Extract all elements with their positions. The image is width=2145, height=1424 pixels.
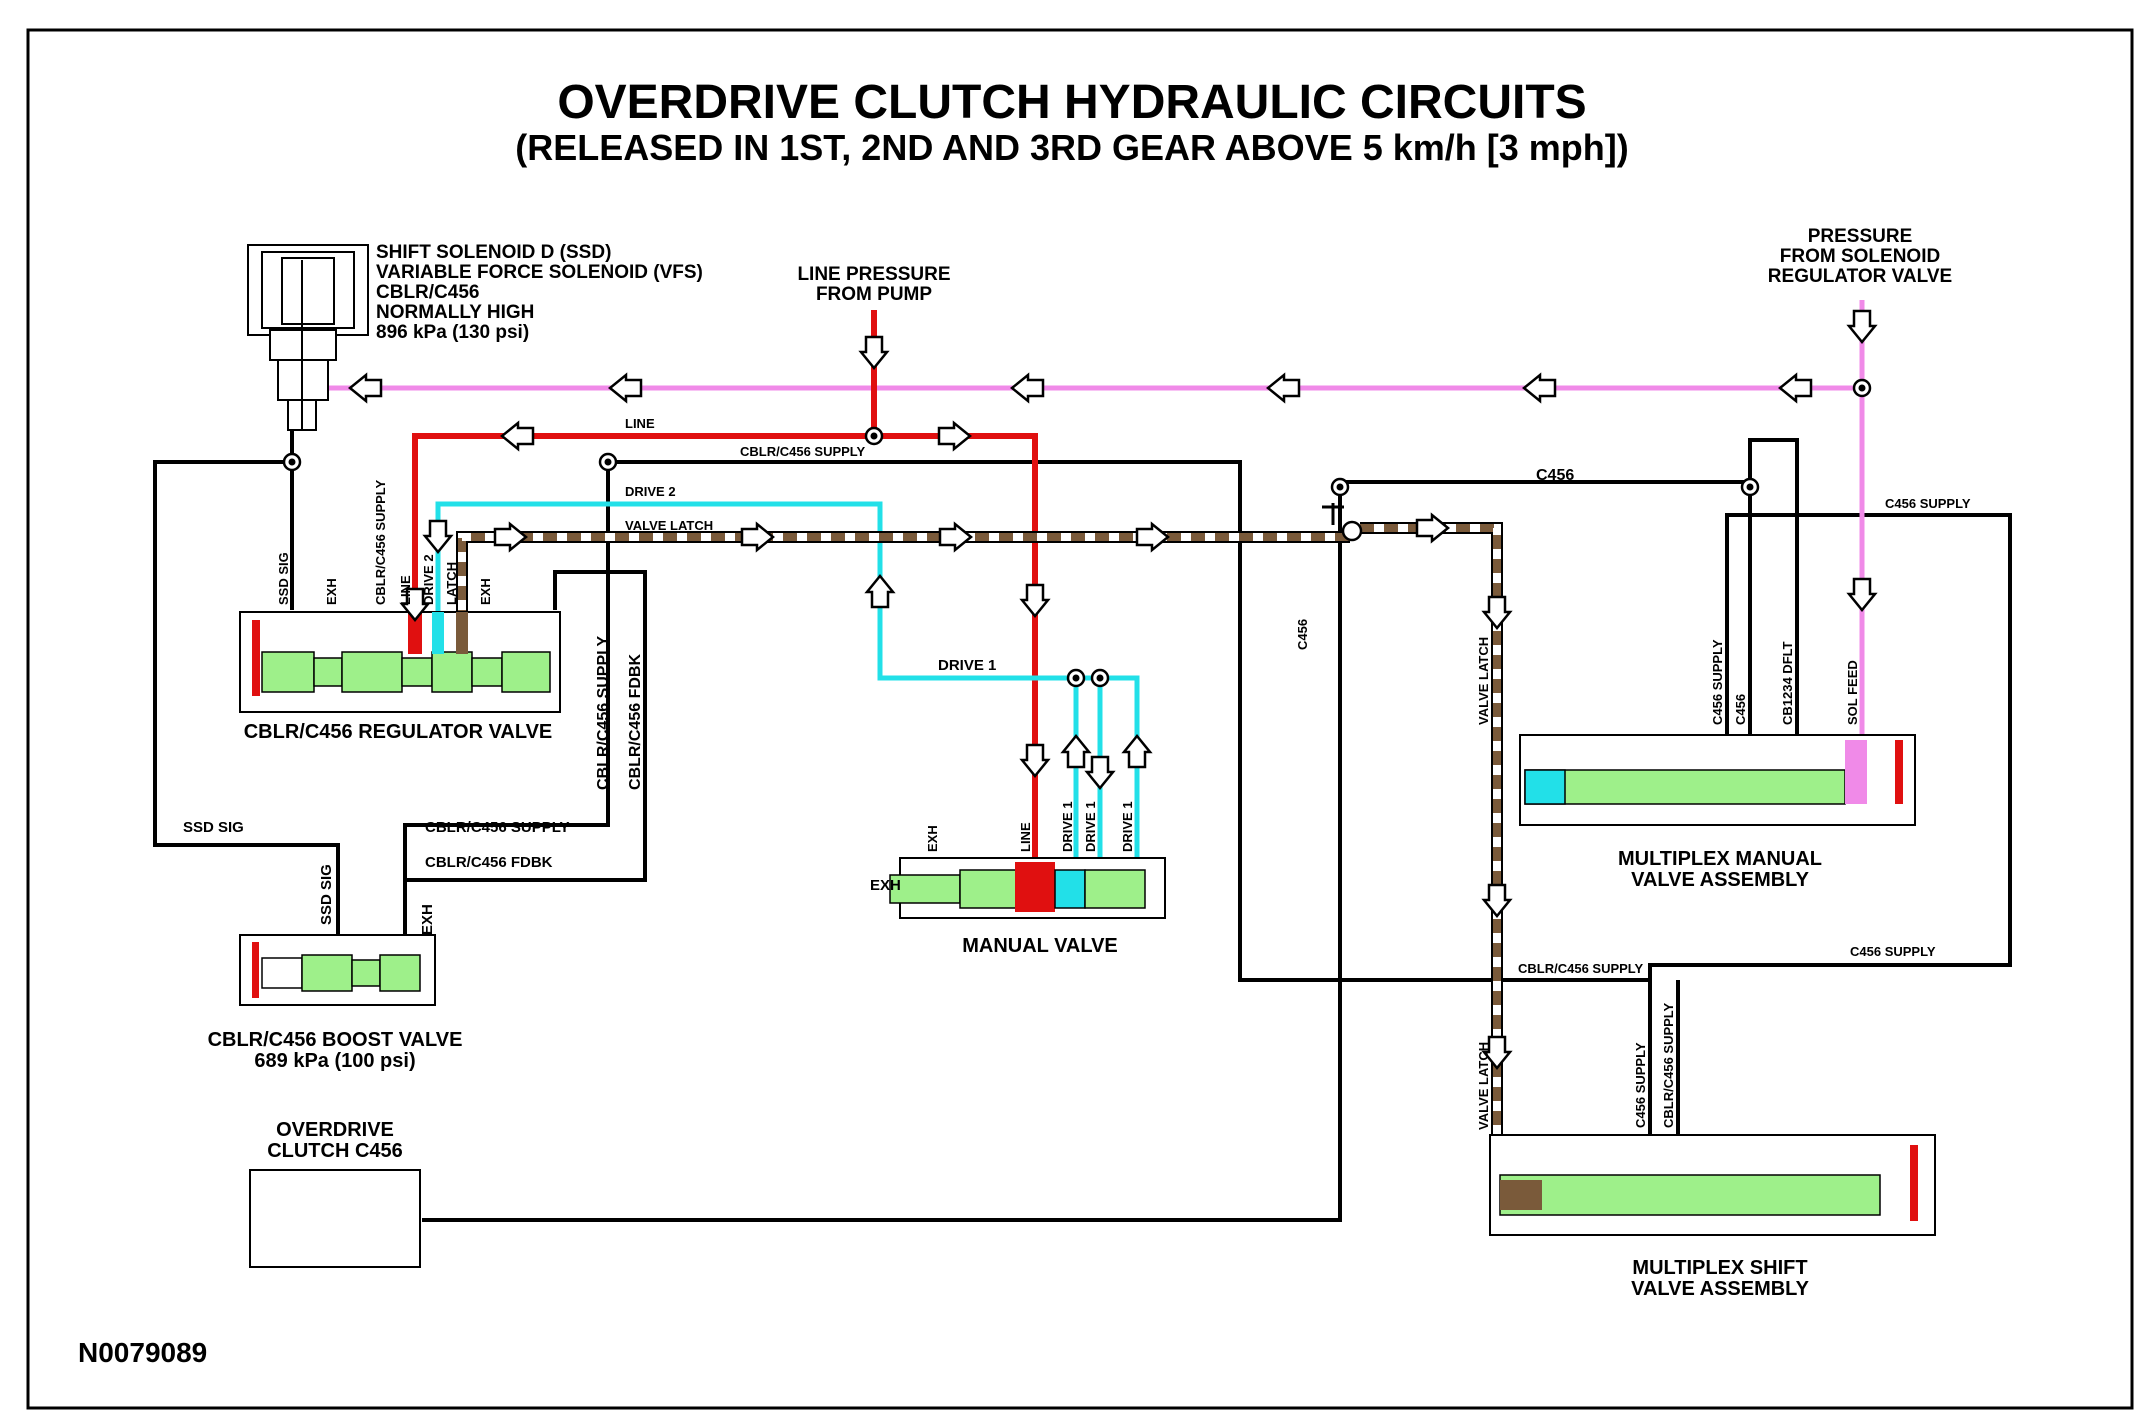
figure-id: N0079089 (78, 1337, 207, 1368)
line-pressure-label-2: FROM PUMP (816, 284, 932, 305)
pressure-sol-label-2: FROM SOLENOID (1780, 246, 1940, 267)
port-ssd-sig: SSD SIG (276, 552, 291, 605)
diagram-title: OVERDRIVE CLUTCH HYDRAULIC CIRCUITS (557, 76, 1586, 129)
boost-exh: EXH (419, 904, 436, 935)
ssd-sig-label: SSD SIG (183, 819, 244, 836)
clutch-caption-2: CLUTCH C456 (267, 1140, 403, 1162)
manual-valve (889, 857, 1166, 919)
port-exh-2: EXH (478, 578, 493, 605)
cblr-supply-label-low: CBLR/C456 SUPPLY (425, 819, 570, 836)
c456-supply-label-top: C456 SUPPLY (1885, 496, 1971, 511)
pressure-sol-label-3: REGULATOR VALVE (1768, 266, 1952, 287)
manual-drive1-b: DRIVE 1 (1083, 801, 1098, 852)
solenoid-line1: SHIFT SOLENOID D (SSD) (376, 242, 611, 263)
boost-caption-1: CBLR/C456 BOOST VALVE (208, 1029, 463, 1051)
multiplex-manual-valve (1519, 734, 1916, 826)
port-labels: SSD SIG EXH CBLR/C456 SUPPLY LINE DRIVE … (276, 479, 1860, 1130)
mux-cb1234-dflt: CB1234 DFLT (1780, 641, 1795, 725)
cblr-regulator-valve (239, 611, 561, 713)
mux-shift-caption-2: VALVE ASSEMBLY (1631, 1278, 1809, 1300)
drive2-label: DRIVE 2 (625, 484, 676, 499)
shift-c456-supply: C456 SUPPLY (1633, 1042, 1648, 1128)
drive1-label: DRIVE 1 (938, 657, 996, 674)
mux-c456-supply: C456 SUPPLY (1710, 639, 1725, 725)
line-pressure-passages (412, 310, 1038, 870)
cblr-fdbk-label-low: CBLR/C456 FDBK (425, 854, 553, 871)
port-latch: LATCH (444, 562, 459, 605)
port-cblr-fdbk-v: CBLR/C456 FDBK (627, 654, 644, 790)
passage-labels: LINE CBLR/C456 SUPPLY DRIVE 2 VALVE LATC… (183, 416, 1971, 976)
mux-manual-caption-2: VALVE ASSEMBLY (1631, 869, 1809, 891)
manual-caption: MANUAL VALVE (962, 935, 1118, 957)
valve-latch-label: VALVE LATCH (625, 518, 713, 533)
boost-caption-2: 689 kPa (100 psi) (254, 1050, 415, 1072)
c456-supply-label-bottom: C456 SUPPLY (1850, 944, 1936, 959)
manual-drive1-a: DRIVE 1 (1060, 801, 1075, 852)
solenoid-line5: 896 kPa (130 psi) (376, 322, 529, 343)
line-label: LINE (625, 416, 655, 431)
port-exh-1: EXH (324, 578, 339, 605)
valve-latch-vert-1: VALVE LATCH (1476, 637, 1491, 725)
manual-line-port: LINE (1018, 822, 1033, 852)
manual-exh-port: EXH (925, 825, 940, 852)
cblr-boost-valve (239, 934, 436, 1006)
component-captions: CBLR/C456 REGULATOR VALVE CBLR/C456 BOOS… (208, 721, 1822, 1300)
port-cblr-supply-v: CBLR/C456 SUPPLY (595, 636, 612, 790)
c456-label: C456 (1536, 467, 1574, 484)
line-pressure-label-1: LINE PRESSURE (797, 264, 950, 285)
clutch-caption-1: OVERDRIVE (276, 1119, 394, 1141)
port-line: LINE (398, 575, 413, 605)
mux-shift-caption-1: MULTIPLEX SHIFT (1632, 1257, 1807, 1279)
sol-feed-passages (302, 300, 1865, 745)
solenoid-line4: NORMALLY HIGH (376, 302, 534, 323)
cblr-supply-label-mid: CBLR/C456 SUPPLY (1518, 961, 1644, 976)
solenoid-line2: VARIABLE FORCE SOLENOID (VFS) (376, 262, 703, 283)
valve-latch-vert-2: VALVE LATCH (1476, 1042, 1491, 1130)
c456-vertical: C456 (1295, 619, 1310, 650)
shift-solenoid-d (247, 244, 369, 431)
check-ball (1322, 503, 1363, 542)
solenoid-line3: CBLR/C456 (376, 282, 479, 303)
boost-ssd-sig: SSD SIG (318, 864, 335, 925)
mux-manual-caption-1: MULTIPLEX MANUAL (1618, 848, 1822, 870)
solenoid-text: SHIFT SOLENOID D (SSD) VARIABLE FORCE SO… (376, 242, 703, 343)
port-cblr-supply: CBLR/C456 SUPPLY (373, 479, 388, 605)
multiplex-shift-valve (1489, 1134, 1936, 1236)
diagram-frame (26, 28, 2134, 1410)
mux-sol-feed: SOL FEED (1845, 660, 1860, 725)
manual-exh-label: EXH (870, 877, 901, 894)
diagram-subtitle: (RELEASED IN 1ST, 2ND AND 3RD GEAR ABOVE… (515, 127, 1629, 168)
overdrive-clutch-box (249, 1169, 421, 1268)
mux-c456: C456 (1733, 694, 1748, 725)
pressure-sol-label-1: PRESSURE (1808, 226, 1913, 247)
manual-drive1-c: DRIVE 1 (1120, 801, 1135, 852)
cblr-supply-label: CBLR/C456 SUPPLY (740, 444, 866, 459)
shift-cblr-supply: CBLR/C456 SUPPLY (1661, 1002, 1676, 1128)
port-drive2: DRIVE 2 (421, 554, 436, 605)
regulator-caption: CBLR/C456 REGULATOR VALVE (244, 721, 553, 743)
